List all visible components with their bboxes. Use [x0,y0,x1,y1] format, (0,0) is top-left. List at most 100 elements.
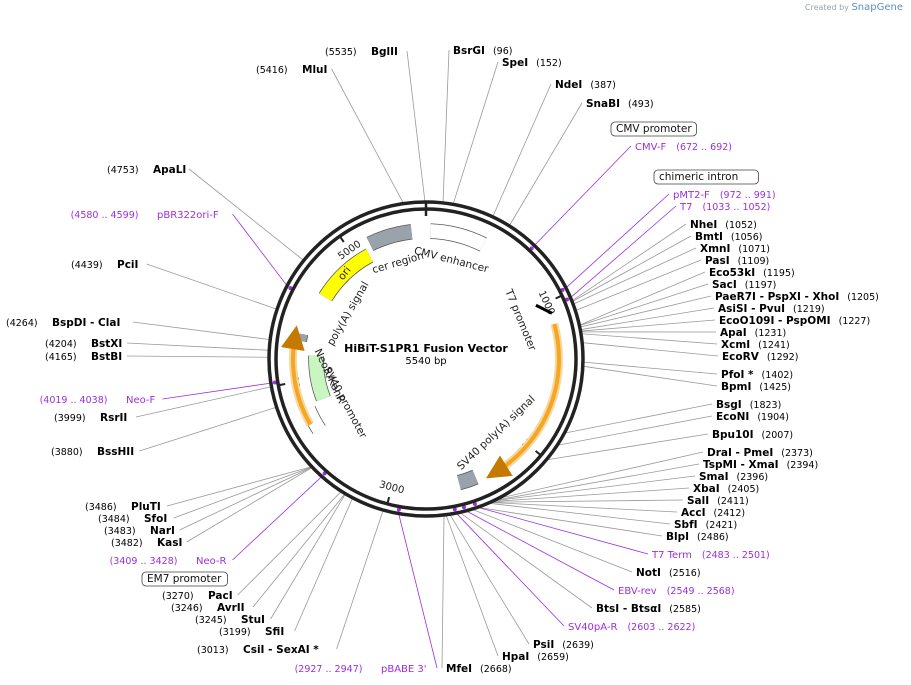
snapgene-logo-text: SnapGene [851,2,903,13]
site-right-22[interactable]: TspMI - XmaI(2394) [703,459,818,471]
leader-right-22 [490,463,700,502]
site-right-19[interactable]: EcoNI(1904) [716,411,789,423]
boxed-label-2[interactable]: EM7 promoter [147,573,222,585]
leader-left-3 [146,263,279,310]
leader-right-9 [578,283,709,327]
site-labels: BsrGI(96)SpeI(152) NdeI(387) SnaBI(493) Nhe… [6,45,879,675]
site-left-11[interactable]: (3483)NarI [104,525,175,537]
primer-7[interactable]: (4019 .. 4038)Neo-F [40,395,156,406]
site-left-15[interactable]: (3245)StuI [195,614,265,626]
site-left-5[interactable]: (4204)BstXI [45,338,122,350]
site-left-17[interactable]: (3013)CsiI - SexAI * [197,644,319,656]
primer-3[interactable]: T7 Term(2483 .. 2501) [651,550,770,561]
primer-site-5 [452,507,457,512]
leader-right-29 [470,508,633,573]
site-right-12[interactable]: EcoO109I - PspOMI(1227) [719,315,870,327]
feature-cer-region[interactable] [366,224,413,251]
site-right-7[interactable]: PasI(1109) [705,255,769,267]
primer-6[interactable]: (4580 .. 4599)pBR322ori-F [71,210,219,221]
primer-4[interactable]: EBV-rev(2549 .. 2568) [618,586,735,597]
leader-right-10 [578,295,712,328]
leader-left-17 [336,508,384,650]
site-right-33[interactable]: MfeI(2668) [446,663,512,675]
site-right-9[interactable]: SacI(1197) [712,279,776,291]
site-left-3[interactable]: (4439)PciI [71,259,138,271]
site-left-9[interactable]: (3486)PluTI [85,501,161,513]
site-right-28[interactable]: BlpI(2486) [666,531,729,543]
site-right-10[interactable]: PaeR7I - PspXI - XhoI(1205) [715,291,879,303]
primer-1[interactable]: pMT2-F(972 .. 991) [673,190,776,201]
leader-right-11 [579,307,715,331]
site-right-11[interactable]: AsiSI - PvuI(1219) [718,303,825,315]
site-right-2[interactable]: NdeI(387) [555,79,616,91]
primer-leader-9 [397,512,438,669]
snapgene-credit: Created by SnapGene [805,2,903,13]
site-right-29[interactable]: NotI(2516) [636,567,701,579]
site-right-21[interactable]: DraI - PmeI(2373) [707,447,813,459]
site-right-27[interactable]: SbfI(2421) [674,519,737,531]
feature-cmv-enhancer[interactable] [429,224,487,251]
leader-left-16 [294,496,354,632]
site-right-5[interactable]: BmtI(1056) [695,231,762,243]
site-left-14[interactable]: (3246)AvrII [171,602,245,614]
site-left-16[interactable]: (3199)SfiI [219,626,284,638]
site-right-18[interactable]: BsgI(1823) [716,399,781,411]
site-right-6[interactable]: XmnI(1071) [700,243,770,255]
site-left-12[interactable]: (3482)KasI [111,537,182,549]
site-right-26[interactable]: AccI(2412) [681,507,745,519]
feature-poly-a-signal[interactable] [292,332,308,342]
site-right-8[interactable]: Eco53kI(1195) [709,267,795,279]
site-right-4[interactable]: NheI(1052) [690,219,757,231]
site-left-10[interactable]: (3484)SfoI [98,513,167,525]
site-left-8[interactable]: (3880)BssHII [51,446,134,458]
tick-5000 [338,235,345,243]
site-left-1[interactable]: (5416)MluI [256,64,327,76]
site-left-7[interactable]: (3999)RsrII [54,412,127,424]
feature-sv40-poly-a-signal[interactable] [457,470,479,490]
primer-9[interactable]: (2927 .. 2947)pBABE 3' [295,664,427,675]
site-right-3[interactable]: SnaBI(493) [586,98,654,110]
site-right-16[interactable]: PfoI *(1402) [721,369,793,381]
site-right-23[interactable]: SmaI(2396) [699,471,768,483]
site-right-15[interactable]: EcoRV(1292) [722,351,798,363]
site-left-13[interactable]: (3270)PacI [162,590,233,602]
site-right-13[interactable]: ApaI(1231) [720,327,786,339]
leader-left-10 [173,466,314,519]
primer-leader-2 [569,205,677,299]
site-left-0[interactable]: (5535)BglII [325,46,398,58]
leader-left-14 [252,492,347,608]
feature-ori[interactable] [319,249,374,302]
primer-5[interactable]: SV40pA-R(2603 .. 2622) [568,622,695,633]
feature-t7-mark[interactable] [535,303,553,315]
site-left-4[interactable]: (4264)BspDI - ClaI [6,317,120,329]
leader-right-20 [544,433,709,461]
site-right-0[interactable]: BsrGI(96) [453,45,512,57]
site-right-14[interactable]: XcmI(1241) [721,339,790,351]
site-right-20[interactable]: Bpu10I(2007) [712,429,793,441]
leader-right-30 [458,511,593,609]
primer-leader-3 [475,506,649,555]
site-right-31[interactable]: PsiI(2639) [533,639,594,651]
leader-right-8 [578,271,706,327]
boxed-label-1[interactable]: chimeric intron [659,171,738,183]
site-right-25[interactable]: SalI(2411) [687,495,749,507]
site-right-17[interactable]: BpmI(1425) [721,381,791,393]
site-right-24[interactable]: XbaI(2405) [693,483,759,495]
primer-0[interactable]: CMV-F(672 .. 692) [635,142,732,153]
feature-neor-kanr[interactable] [309,355,330,402]
primer-leader-8 [232,475,323,561]
orf-arrow-9[interactable] [280,325,313,426]
site-right-30[interactable]: BtsI - BtsαI(2585) [596,603,701,615]
leader-right-14 [579,333,718,345]
primer-8[interactable]: (3409 .. 3428)Neo-R [110,556,227,567]
feature-sv40-promoter[interactable] [301,406,326,434]
leader-right-26 [487,501,678,513]
primer-2[interactable]: T7(1033 .. 1052) [679,202,770,213]
orf-arrow-8[interactable] [485,323,561,479]
site-left-6[interactable]: (4165)BstBI [45,351,122,363]
site-right-1[interactable]: SpeI(152) [502,57,562,69]
site-left-2[interactable]: (4753)ApaLI [107,164,186,176]
boxed-label-0[interactable]: CMV promoter [616,123,692,135]
site-right-32[interactable]: HpaI(2659) [502,651,569,663]
